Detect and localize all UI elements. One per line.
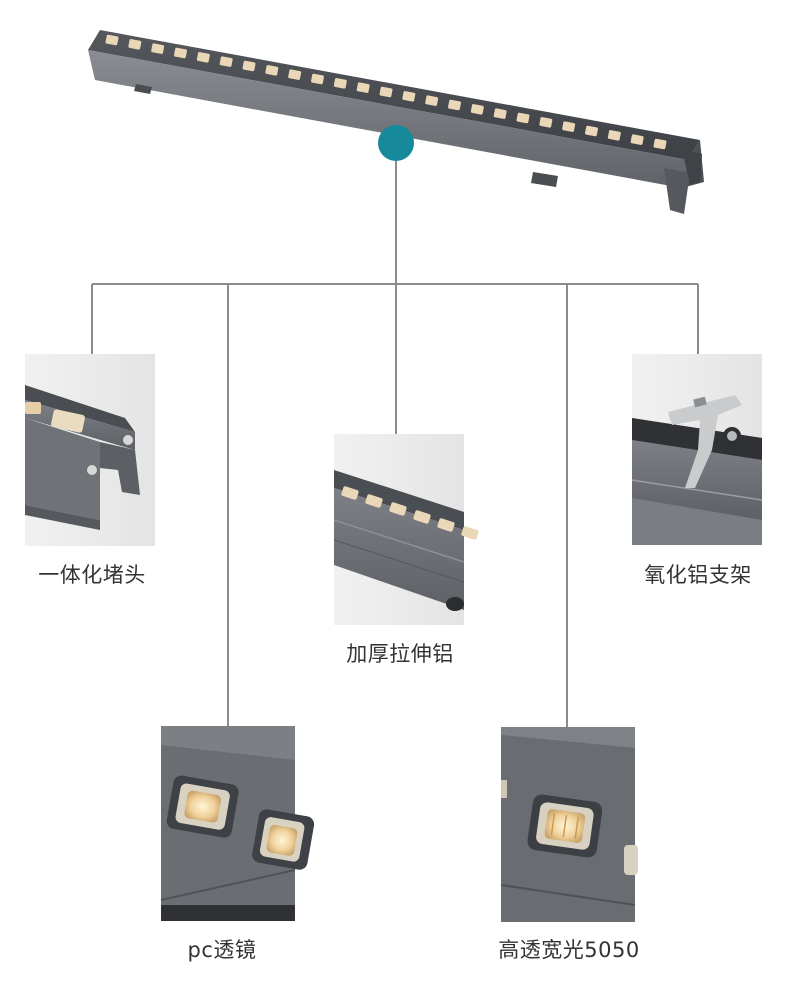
led-window — [128, 39, 142, 50]
led-window — [389, 502, 407, 516]
led-window — [493, 108, 507, 119]
led-window — [219, 56, 233, 67]
led-window — [265, 65, 279, 76]
led-window — [425, 95, 439, 106]
connector-lines — [91, 143, 699, 727]
led-window — [539, 117, 553, 128]
led-window — [242, 60, 256, 72]
feature-label-end-cap: 一体化堵头 — [38, 563, 146, 587]
led-window — [516, 112, 530, 124]
feature-label-pc-lens: pc透镜 — [187, 938, 257, 962]
led-window — [585, 125, 598, 137]
led-window — [105, 34, 119, 46]
led-window — [437, 518, 455, 532]
led-window — [413, 510, 431, 524]
led-window — [402, 91, 416, 102]
led-window — [607, 130, 621, 141]
led-window — [379, 86, 393, 98]
led-window — [562, 121, 576, 132]
led-window — [174, 47, 187, 59]
led-window — [196, 52, 210, 63]
hub-dot — [378, 125, 414, 161]
end-cap-photo — [25, 354, 155, 546]
pc-lens-photo — [160, 726, 315, 921]
led-window — [333, 78, 347, 89]
led-window — [341, 486, 359, 500]
feature-label-aluminum: 加厚拉伸铝 — [346, 642, 454, 666]
led-chip-photo — [500, 727, 638, 922]
led-window — [356, 82, 370, 93]
aluminum-photo — [333, 434, 479, 625]
led-window — [653, 138, 667, 150]
bracket-photo — [631, 354, 763, 545]
led-window — [470, 104, 484, 115]
led-window — [311, 73, 324, 85]
led-window — [630, 134, 644, 145]
feature-label-bracket: 氧化铝支架 — [644, 563, 752, 587]
hero-product-image — [88, 30, 704, 214]
led-window — [448, 99, 461, 111]
led-window — [365, 494, 383, 508]
led-window — [461, 526, 479, 540]
led-window — [288, 69, 302, 80]
led-window — [151, 43, 165, 54]
feature-label-led-chip: 高透宽光5050 — [498, 938, 640, 962]
